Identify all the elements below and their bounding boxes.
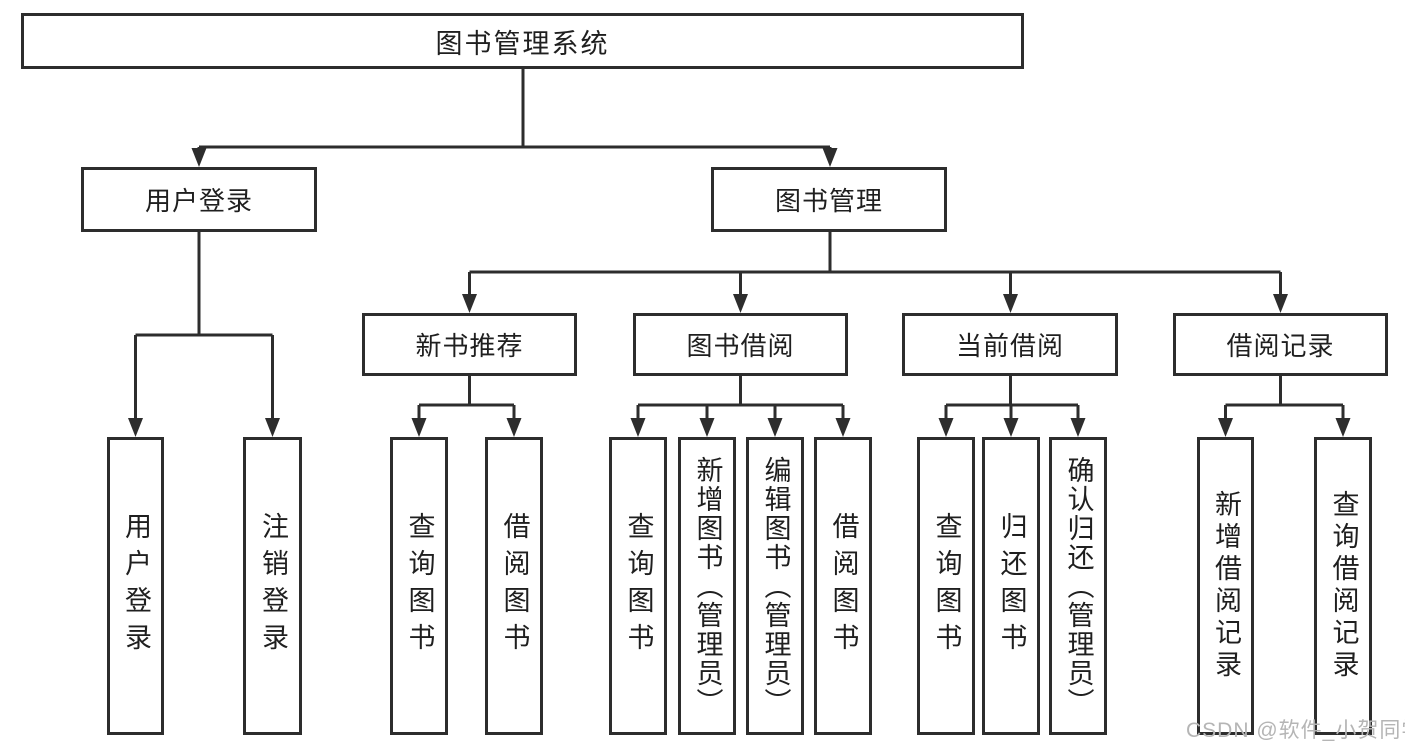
node-book-borrowing: 图书借阅 xyxy=(633,313,848,376)
node-logout: 注销登录 xyxy=(243,437,302,735)
node-new-book-recommendation: 新书推荐 xyxy=(362,313,577,376)
node-borrowing-records: 借阅记录 xyxy=(1173,313,1388,376)
node-query-books-recommend: 查询图书 xyxy=(390,437,448,735)
csdn-watermark: CSDN @软件_小贺同学 xyxy=(1186,719,1405,742)
node-add-borrow-record: 新增借阅记录 xyxy=(1197,437,1254,735)
node-edit-books-admin: 编辑图书（管理员） xyxy=(746,437,804,735)
node-return-books: 归还图书 xyxy=(982,437,1040,735)
node-user-login: 用户登录 xyxy=(81,167,317,232)
node-borrow-books-leaf: 借阅图书 xyxy=(814,437,872,735)
node-add-books-admin: 新增图书（管理员） xyxy=(678,437,736,735)
node-query-books-borrowing: 查询图书 xyxy=(609,437,667,735)
node-query-borrow-record: 查询借阅记录 xyxy=(1314,437,1372,735)
node-user-login-leaf: 用户登录 xyxy=(107,437,164,735)
node-borrow-books-recommend: 借阅图书 xyxy=(485,437,543,735)
node-query-books-current: 查询图书 xyxy=(917,437,975,735)
node-book-management: 图书管理 xyxy=(711,167,947,232)
node-current-borrowing: 当前借阅 xyxy=(902,313,1118,376)
node-book-management-system: 图书管理系统 xyxy=(21,13,1024,69)
node-confirm-return-admin: 确认归还（管理员） xyxy=(1049,437,1107,735)
